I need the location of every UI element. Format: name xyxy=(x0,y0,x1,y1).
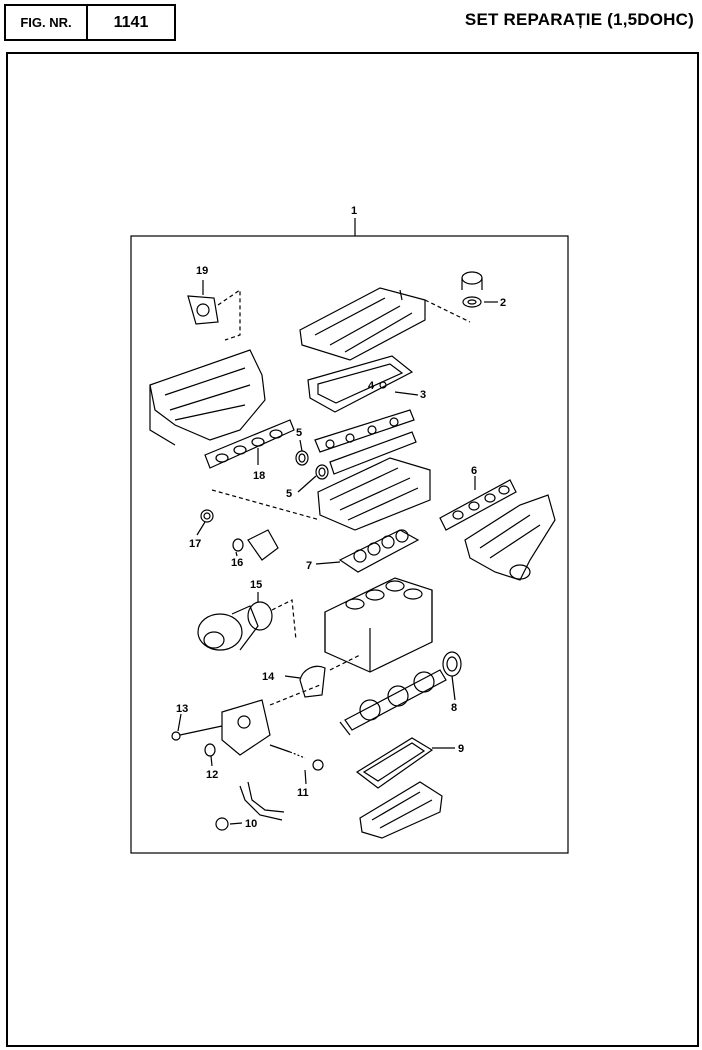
part-head-cover xyxy=(299,287,471,361)
part-18-intake-gasket xyxy=(204,419,295,469)
callout-3: 3 xyxy=(420,389,426,401)
part-crankshaft xyxy=(339,669,447,736)
callout-6: 6 xyxy=(471,465,477,477)
callout-4: 4 xyxy=(368,380,375,392)
callout-12: 12 xyxy=(206,769,218,781)
callout-7: 7 xyxy=(306,560,312,572)
callout-5-lower: 5 xyxy=(286,488,292,500)
part-13-bolt xyxy=(171,713,223,741)
callout-2: 2 xyxy=(500,297,506,309)
part-10-oil-strainer xyxy=(215,781,285,831)
part-4-seal xyxy=(379,381,387,389)
callout-15: 15 xyxy=(250,579,262,591)
part-5-camshaft-seal-upper xyxy=(295,439,309,466)
drawing-frame xyxy=(6,52,699,1047)
part-9-oil-pan-gasket xyxy=(355,737,455,789)
part-exhaust-manifold xyxy=(464,494,556,581)
callout-13: 13 xyxy=(176,703,188,715)
kit-boundary xyxy=(130,235,569,854)
part-2-cap-gasket xyxy=(461,271,498,308)
part-3-cover-gasket xyxy=(307,355,419,413)
part-12-washer xyxy=(204,743,216,767)
part-19-gasket xyxy=(187,280,241,341)
figure-label: FIG. NR. xyxy=(6,6,88,39)
part-16-gasket xyxy=(232,529,279,561)
part-6-exhaust-gasket xyxy=(439,476,517,531)
part-8-crank-seal xyxy=(442,651,462,701)
callout-19: 19 xyxy=(196,265,208,277)
figure-number-box: FIG. NR. 1141 xyxy=(4,4,176,41)
part-17-seal xyxy=(196,509,214,536)
callout-10: 10 xyxy=(245,818,257,830)
part-cylinder-head xyxy=(317,457,431,531)
leader-dashed-17 xyxy=(211,489,321,521)
page-title: SET REPARAȚIE (1,5DOHC) xyxy=(464,10,694,29)
part-7-head-gasket xyxy=(315,529,420,573)
part-11-plug xyxy=(289,751,324,785)
callout-16: 16 xyxy=(231,557,243,569)
part-14-seal xyxy=(284,654,361,698)
part-oil-pump xyxy=(221,684,321,756)
part-water-pump xyxy=(197,605,259,651)
part-5-camshaft-seal-lower xyxy=(297,464,329,493)
part-cylinder-block xyxy=(324,577,433,673)
callout-11: 11 xyxy=(297,787,309,799)
callout-1: 1 xyxy=(351,205,357,217)
callout-17: 17 xyxy=(189,538,201,550)
callout-9: 9 xyxy=(458,743,464,755)
callout-5-upper: 5 xyxy=(296,427,302,439)
callout-8: 8 xyxy=(451,702,457,714)
callout-14: 14 xyxy=(262,671,275,683)
part-15-pump-gasket xyxy=(247,592,297,641)
callout-18: 18 xyxy=(253,470,265,482)
part-camshafts xyxy=(314,409,417,475)
figure-number: 1141 xyxy=(113,13,149,31)
part-oil-pan xyxy=(359,781,443,839)
part-intake-manifold xyxy=(149,349,266,446)
